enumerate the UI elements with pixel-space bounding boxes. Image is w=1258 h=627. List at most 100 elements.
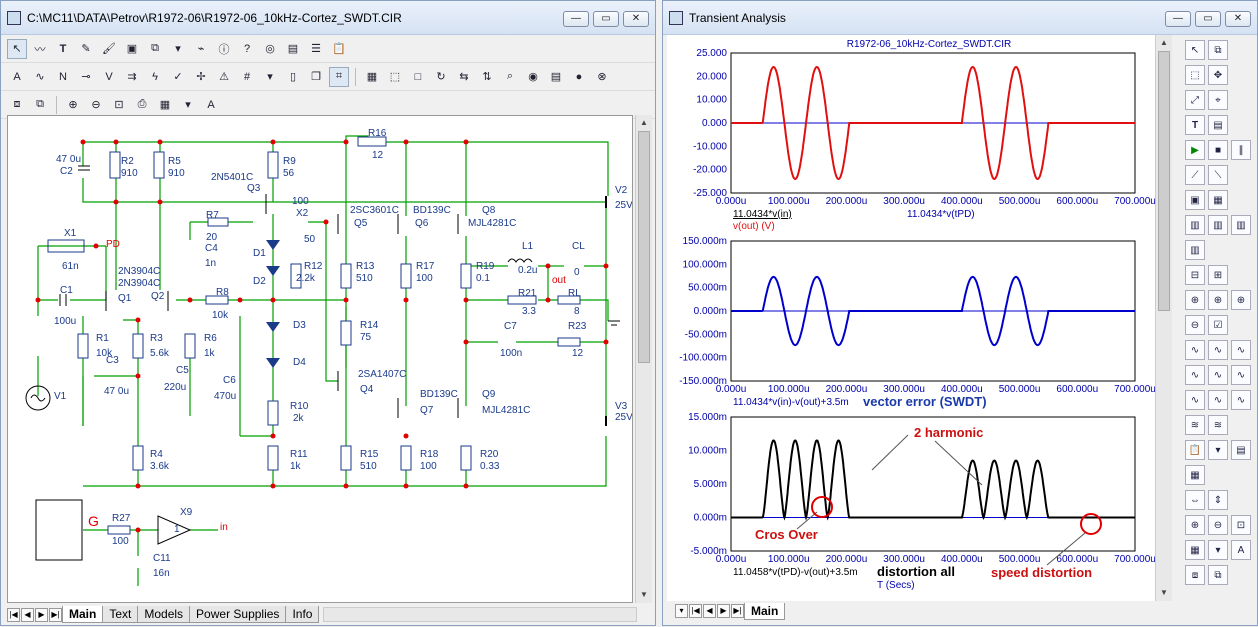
an-prev-icon[interactable]: ◀ xyxy=(703,604,716,618)
print-icon[interactable]: ⎙ xyxy=(137,98,147,110)
globe-icon[interactable]: ◎ xyxy=(265,43,275,55)
fit-x-icon[interactable]: ⇔ xyxy=(1185,490,1205,510)
analysis-minimize-button[interactable]: — xyxy=(1165,11,1191,27)
binoculars-icon[interactable]: ◉ xyxy=(528,71,538,83)
wave1-icon[interactable]: ∿ xyxy=(1185,340,1205,360)
zoom-box-icon[interactable]: ⬚ xyxy=(1185,65,1205,85)
wave5-icon[interactable]: ∿ xyxy=(1208,365,1228,385)
text-toggle-icon[interactable]: A xyxy=(13,70,21,83)
info-icon[interactable]: ⓘ xyxy=(218,43,230,56)
paste-drop-icon[interactable]: ▾ xyxy=(1208,440,1228,460)
stop-run-icon[interactable]: ■ xyxy=(1208,140,1228,160)
plot-zoom-fit-icon[interactable]: ⊡ xyxy=(1231,515,1251,535)
layout-drop-icon[interactable]: ▾ xyxy=(1208,540,1228,560)
clipboard-icon[interactable]: 📋 xyxy=(332,43,346,55)
plus-box-icon[interactable]: ⊞ xyxy=(1208,265,1228,285)
table-icon[interactable]: ▥ xyxy=(1185,215,1205,235)
plot-panel-1[interactable]: 25.00020.00010.0000.000-10.000-20.000-25… xyxy=(693,48,1156,207)
font-icon[interactable]: A xyxy=(207,98,215,111)
wave9-icon[interactable]: ∿ xyxy=(1231,390,1251,410)
scope-icon[interactable]: ⧉ xyxy=(1208,40,1228,60)
zoom-reset-icon[interactable]: ⊖ xyxy=(1185,315,1205,335)
tab-text[interactable]: Text xyxy=(102,606,139,623)
copy-page-icon[interactable]: ❐ xyxy=(311,71,321,83)
schematic-titlebar[interactable]: C:\MC11\DATA\Petrov\R1972-06\R1972-06_10… xyxy=(1,1,655,35)
snap-icon[interactable]: ⌗ xyxy=(329,66,349,87)
next-page-icon[interactable]: ▶ xyxy=(35,607,48,622)
minimize-button[interactable]: — xyxy=(563,11,589,27)
flip-x-icon[interactable]: ⇆ xyxy=(459,71,469,83)
analysis-tab-main[interactable]: Main xyxy=(744,602,786,620)
paint-icon[interactable]: 🖌 xyxy=(102,43,116,55)
first-page-icon[interactable]: |◀ xyxy=(7,607,20,622)
font-a-icon[interactable]: A xyxy=(1231,540,1251,560)
text-mode-icon[interactable]: T xyxy=(59,42,67,55)
arrows-icon[interactable]: ⇉ xyxy=(127,71,137,83)
analysis-titlebar[interactable]: Transient Analysis — ▭ ✕ xyxy=(663,1,1257,35)
zoom-out-icon[interactable]: ⊖ xyxy=(91,99,101,111)
an-last-icon[interactable]: ▶| xyxy=(731,604,744,618)
valley-icon[interactable]: ⟍ xyxy=(1208,165,1228,185)
plot-panel-2[interactable]: 150.000m100.000m50.000m0.000m-50.000m-10… xyxy=(679,236,1156,395)
scale-icon[interactable]: ⤢ xyxy=(1185,90,1205,110)
list-icon[interactable]: ☰ xyxy=(311,43,321,55)
select-mode-icon[interactable]: ↖ xyxy=(7,38,27,59)
voltage-icon[interactable]: V xyxy=(105,70,113,83)
an-first-icon[interactable]: |◀ xyxy=(689,604,702,618)
pen-icon[interactable]: ✎ xyxy=(81,43,91,55)
doc-icon[interactable]: ▤ xyxy=(1231,440,1251,460)
page-icon[interactable]: ▯ xyxy=(289,71,297,83)
analysis-close-button[interactable]: ✕ xyxy=(1225,11,1251,27)
prev-page-icon[interactable]: ◀ xyxy=(21,607,34,622)
plot-zoom-out-icon[interactable]: ⊖ xyxy=(1208,515,1228,535)
ungroup2-icon[interactable]: ⧉ xyxy=(1208,565,1228,585)
plot-vscroll-thumb[interactable] xyxy=(1158,51,1170,311)
tab-info[interactable]: Info xyxy=(285,606,320,623)
an-next-icon[interactable]: ▶ xyxy=(717,604,730,618)
calendar-icon[interactable]: ▦ xyxy=(1185,465,1205,485)
pan-icon[interactable]: ✥ xyxy=(1208,65,1228,85)
schematic-vscroll[interactable]: ▲ ▼ xyxy=(635,115,652,603)
pin-icon[interactable]: ⊸ xyxy=(81,71,91,83)
dropdown-arrow3-icon[interactable]: ▾ xyxy=(185,99,191,111)
help-icon[interactable]: ? xyxy=(243,42,251,55)
component-icon[interactable]: ⧉ xyxy=(151,42,159,54)
wave11-icon[interactable]: ≋ xyxy=(1208,415,1228,435)
peak-icon[interactable]: ⟋ xyxy=(1185,165,1205,185)
fit-y-icon[interactable]: ⇕ xyxy=(1208,490,1228,510)
probe-icon[interactable]: ⌁ xyxy=(197,43,205,55)
check-icon[interactable]: ✓ xyxy=(173,71,183,83)
minus-box-icon[interactable]: ⊟ xyxy=(1185,265,1205,285)
flip-y-icon[interactable]: ⇅ xyxy=(482,71,492,83)
analysis-maximize-button[interactable]: ▭ xyxy=(1195,11,1221,27)
node-toggle-icon[interactable]: N xyxy=(59,70,67,83)
bolt-icon[interactable]: ϟ xyxy=(152,70,158,83)
run-icon[interactable]: ▶ xyxy=(1185,140,1205,160)
rect-icon[interactable]: □ xyxy=(414,70,422,83)
grid-toggle-icon[interactable]: ▦ xyxy=(1208,190,1228,210)
warning-icon[interactable]: ⚠ xyxy=(219,71,229,83)
cross-arrows-icon[interactable]: ✢ xyxy=(196,71,206,83)
zoom-in-icon[interactable]: ⊕ xyxy=(68,99,78,111)
zoom-y-icon[interactable]: ⊕ xyxy=(1208,290,1228,310)
cancel-icon[interactable]: ⊗ xyxy=(597,71,607,83)
check-box-icon[interactable]: ☑ xyxy=(1208,315,1228,335)
zoom-fit-icon[interactable]: ⊡ xyxy=(114,99,124,111)
schematic-vscroll-thumb[interactable] xyxy=(638,131,650,363)
pause-icon[interactable]: ∥ xyxy=(1231,140,1251,160)
group-icon[interactable]: ⧈ xyxy=(13,98,21,110)
wave2-icon[interactable]: ∿ xyxy=(1208,340,1228,360)
stop-icon[interactable]: ● xyxy=(575,70,583,83)
dropdown-arrow2-icon[interactable]: ▾ xyxy=(267,71,273,83)
table4-icon[interactable]: ▥ xyxy=(1185,240,1205,260)
tab-power-supplies[interactable]: Power Supplies xyxy=(189,606,287,623)
schematic-hscroll[interactable] xyxy=(323,607,637,622)
group2-icon[interactable]: ⧈ xyxy=(1185,565,1205,585)
wave8-icon[interactable]: ∿ xyxy=(1208,390,1228,410)
wave7-icon[interactable]: ∿ xyxy=(1185,390,1205,410)
last-page-icon[interactable]: ▶| xyxy=(49,607,62,622)
zoom-x-icon[interactable]: ⊕ xyxy=(1185,290,1205,310)
